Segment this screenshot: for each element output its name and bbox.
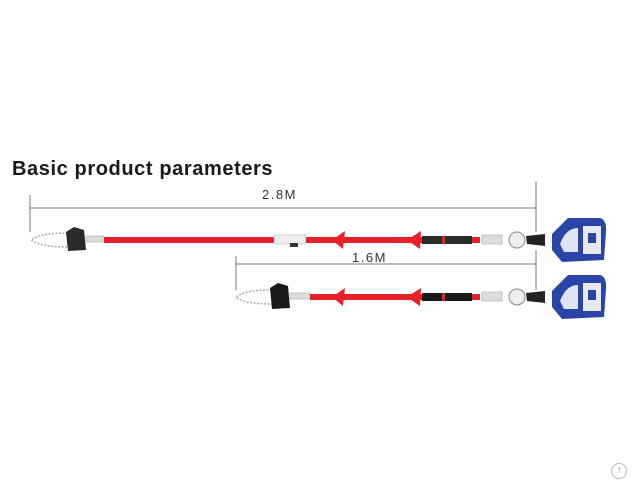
black-grip <box>422 236 472 244</box>
pole-saw-extended <box>29 218 607 262</box>
arrow-up-circle-icon: ↑ <box>616 465 622 476</box>
saw-chain <box>234 289 273 305</box>
black-grip <box>422 293 472 301</box>
page-title: Basic product parameters <box>12 158 274 180</box>
saw-head <box>270 283 290 309</box>
red-pole <box>104 237 274 243</box>
dimension-line-retracted <box>235 250 537 290</box>
scroll-to-top-button[interactable]: ↑ <box>611 463 627 479</box>
saw-chain <box>29 232 69 248</box>
length-label-retracted: 1.6M <box>352 250 387 265</box>
pole-saw-retracted <box>234 275 607 319</box>
saw-head <box>66 227 86 251</box>
dimension-line-extended <box>29 182 537 232</box>
length-label-extended: 2.8M <box>262 187 297 202</box>
red-pole <box>310 294 422 300</box>
